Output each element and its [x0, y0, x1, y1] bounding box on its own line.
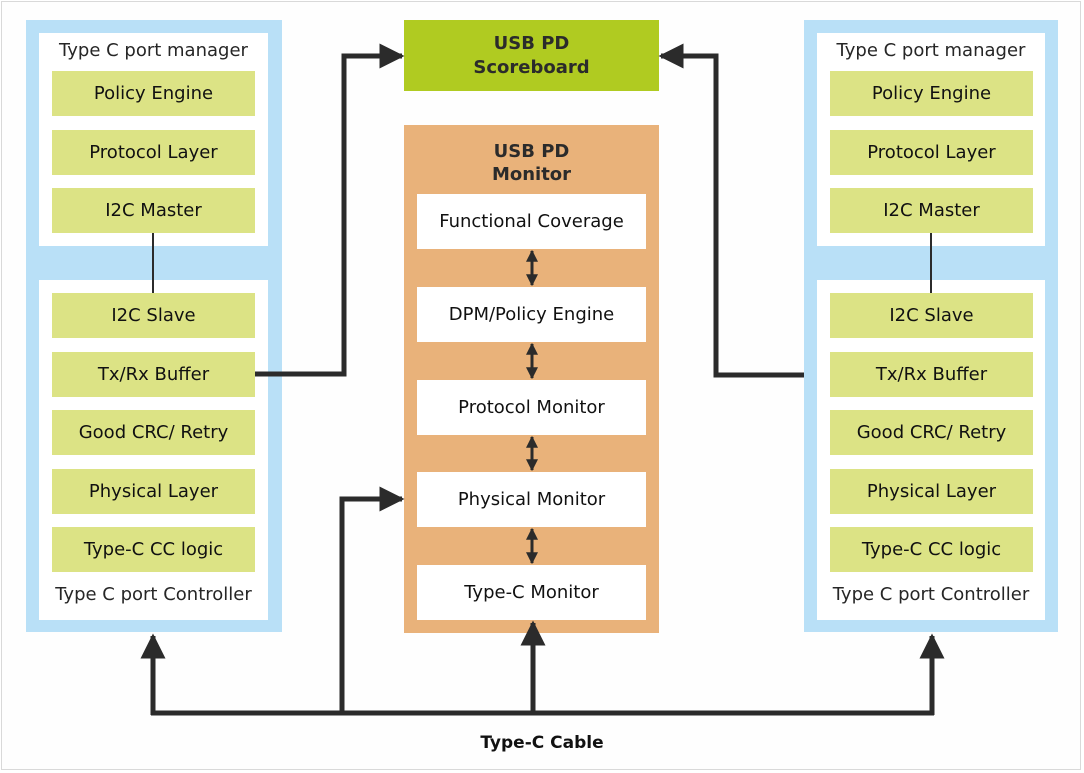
dpm-policy-engine: DPM/Policy Engine	[417, 287, 646, 342]
left-txrx-to-scoreboard-arrow	[255, 43, 405, 377]
monitor-title-line1: USB PD	[493, 141, 570, 162]
left-manager-title: Type C port manager	[59, 40, 248, 61]
right-typec-cc-logic: Type-C CC logic	[830, 527, 1033, 572]
right-i2c-master: I2C Master	[830, 188, 1033, 233]
monitor-title-line2: Monitor	[491, 164, 572, 185]
left-protocol-layer: Protocol Layer	[52, 130, 255, 175]
left-i2c-master: I2C Master	[52, 188, 255, 233]
left-typec-cc-logic: Type-C CC logic	[52, 527, 255, 572]
physical-monitor: Physical Monitor	[417, 472, 646, 527]
right-controller-title: Type C port Controller	[832, 584, 1030, 605]
typec-monitor: Type-C Monitor	[417, 565, 646, 620]
left-controller-title: Type C port Controller	[55, 584, 252, 605]
right-txrx-to-scoreboard-arrow	[658, 43, 804, 378]
left-i2c-slave: I2C Slave	[52, 293, 255, 338]
right-policy-engine: Policy Engine	[830, 71, 1033, 116]
scoreboard-title-line2: Scoreboard	[473, 56, 590, 78]
right-manager-title: Type C port manager	[836, 40, 1026, 61]
protocol-monitor: Protocol Monitor	[417, 380, 646, 435]
scoreboard-title-line1: USB PD	[493, 32, 570, 54]
right-good-crc-retry: Good CRC/ Retry	[830, 410, 1033, 455]
left-txrx-buffer: Tx/Rx Buffer	[52, 352, 255, 397]
left-policy-engine: Policy Engine	[52, 71, 255, 116]
right-txrx-buffer: Tx/Rx Buffer	[830, 352, 1033, 397]
functional-coverage: Functional Coverage	[417, 194, 646, 249]
cable-to-physical-monitor-arrow	[339, 486, 405, 713]
right-protocol-layer: Protocol Layer	[830, 130, 1033, 175]
type-c-cable-label: Type-C Cable	[480, 733, 604, 753]
usb-pd-scoreboard: USB PD Scoreboard	[404, 20, 659, 91]
right-i2c-slave: I2C Slave	[830, 293, 1033, 338]
left-physical-layer: Physical Layer	[52, 469, 255, 514]
left-good-crc-retry: Good CRC/ Retry	[52, 410, 255, 455]
right-physical-layer: Physical Layer	[830, 469, 1033, 514]
